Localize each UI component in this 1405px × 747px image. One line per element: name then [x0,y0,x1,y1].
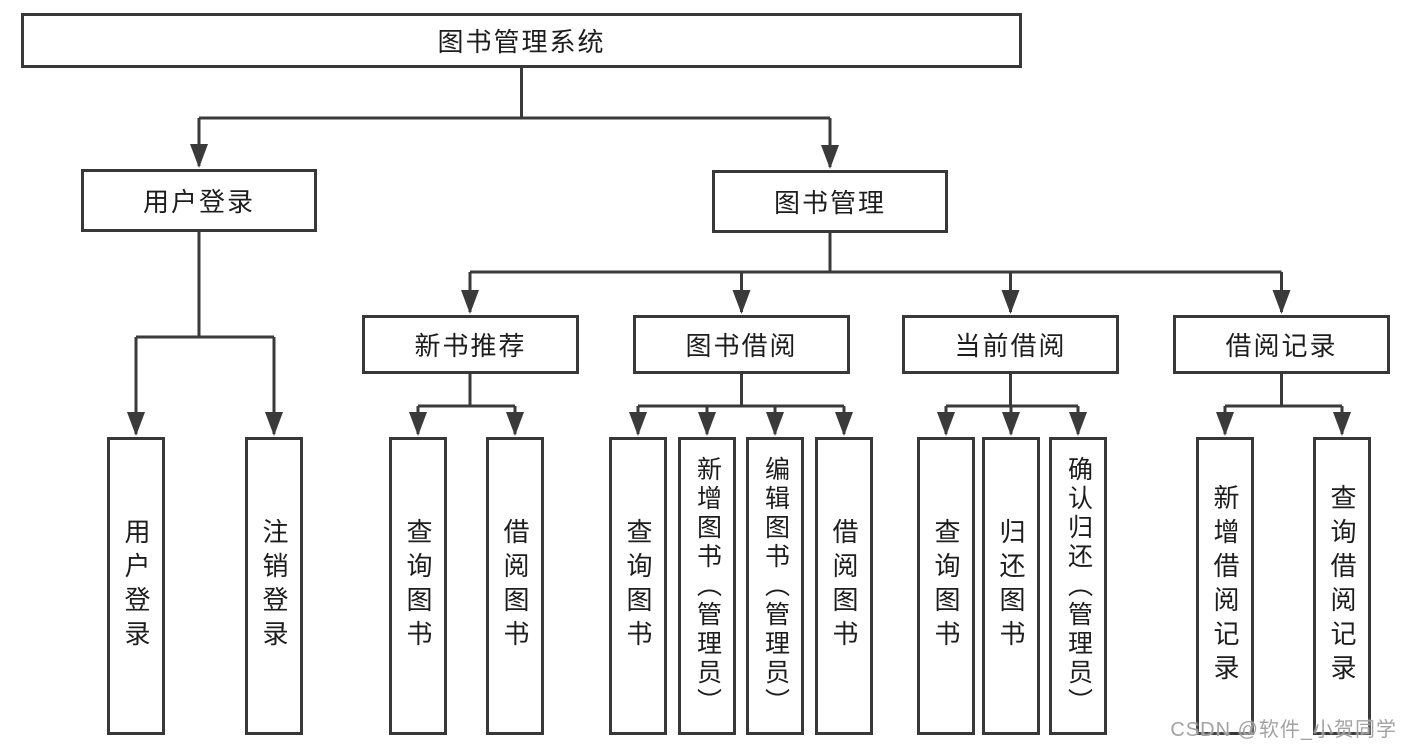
node-label: 归还图书 [996,518,1026,654]
node-label: 图书管理 [773,188,886,218]
arrowhead [1333,412,1351,436]
node-label: 确认归还（管理员） [1064,455,1093,717]
arrowhead [127,412,145,436]
leaf-query-books-3: 查询图书 [917,437,975,735]
node-label: 图书借阅 [685,331,798,361]
node-label: 查询借阅记录 [1327,484,1357,688]
leaf-add-borrow-record: 新增借阅记录 [1196,437,1254,735]
connector-user-login-children [127,232,283,436]
node-label: 新书推荐 [414,331,527,361]
arrowhead [937,412,955,436]
node-label: 查询图书 [931,518,961,654]
node-borrowing-records: 借阅记录 [1173,315,1390,374]
connector-current-borrow-children [937,374,1087,436]
arrowhead [698,412,716,436]
node-label: 用户登录 [121,518,151,654]
leaf-logout: 注销登录 [245,437,303,735]
arrowhead [265,412,283,436]
connector-new-book-rec-children [409,374,524,436]
node-book-management-branch: 图书管理 [712,170,948,233]
node-new-book-recommend: 新书推荐 [362,315,579,374]
connector-borrow-records-children [1216,374,1351,436]
node-book-borrowing: 图书借阅 [633,315,850,374]
leaf-query-books-2: 查询图书 [609,437,667,735]
arrowhead [1069,412,1087,436]
node-label: 注销登录 [259,518,289,654]
arrowhead [461,290,479,314]
node-label: 图书管理系统 [437,27,606,57]
connector-root-to-level2 [190,68,839,169]
node-label: 新增借阅记录 [1210,484,1240,688]
leaf-user-login: 用户登录 [107,437,165,735]
node-current-borrowing: 当前借阅 [902,315,1119,374]
node-label: 当前借阅 [954,331,1067,361]
node-label: 编辑图书（管理员） [761,455,790,717]
node-user-login-branch: 用户登录 [81,169,317,232]
leaf-edit-books-admin: 编辑图书（管理员） [746,437,804,735]
arrowhead [766,412,784,436]
arrowhead [409,412,427,436]
node-root-system: 图书管理系统 [21,13,1022,68]
node-label: 借阅图书 [500,518,530,654]
csdn-watermark: CSDN @软件_小贺同学 [1170,719,1397,741]
connector-book-mgmt-to-level3 [461,233,1291,314]
leaf-return-books: 归还图书 [982,437,1040,735]
arrowhead [732,290,751,314]
leaf-add-books-admin: 新增图书（管理员） [678,437,736,735]
leaf-confirm-return-admin: 确认归还（管理员） [1049,437,1107,735]
leaf-borrow-books-2: 借阅图书 [815,437,873,735]
node-label: 借阅图书 [829,518,859,654]
arrowhead [506,412,524,436]
node-label: 查询图书 [623,518,653,654]
leaf-query-books-1: 查询图书 [389,437,447,735]
node-label: 用户登录 [142,187,255,217]
leaf-borrow-books-1: 借阅图书 [486,437,544,735]
arrowhead [821,145,839,169]
arrowhead [190,144,208,168]
arrowhead [835,412,853,436]
node-label: 查询图书 [403,518,433,654]
leaf-query-borrow-record: 查询借阅记录 [1313,437,1371,735]
node-label: 新增图书（管理员） [693,455,722,717]
node-label: 借阅记录 [1225,331,1338,361]
arrowhead [1216,412,1234,436]
arrowhead [629,412,647,436]
arrowhead [1272,290,1291,314]
arrowhead [1002,412,1020,436]
arrowhead [1001,290,1020,314]
connector-book-borrow-children [629,374,853,436]
